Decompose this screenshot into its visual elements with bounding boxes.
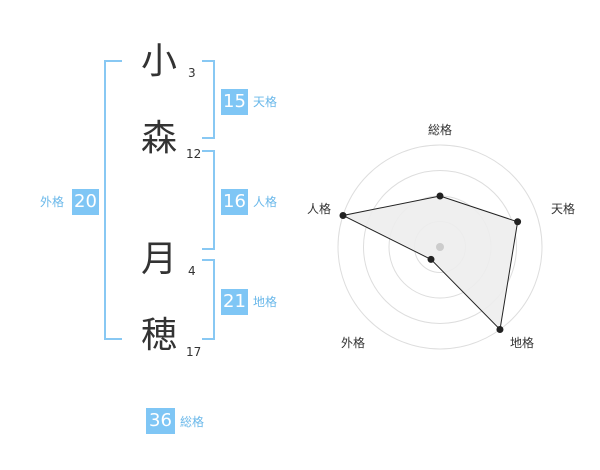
soukaku-label: 総格: [180, 415, 205, 429]
tenkaku-bracket: [202, 60, 215, 139]
tenkaku-label: 天格: [253, 95, 278, 109]
stroke-count-2: 12: [186, 147, 202, 161]
radar-point-4: [427, 255, 435, 263]
radar-points: [339, 192, 522, 334]
radar-center-dot: [436, 243, 444, 251]
jinkaku-bracket: [202, 150, 215, 250]
radar-point-2: [514, 218, 522, 226]
stroke-count-4: 17: [186, 345, 202, 359]
radar-label-jinkaku: 人格: [307, 202, 332, 216]
radar-point-1: [436, 192, 444, 200]
gaikaku-bracket: [104, 60, 122, 340]
chikaku-label: 地格: [253, 295, 278, 309]
stroke-count-3: 4: [188, 264, 196, 278]
stroke-count-1: 3: [188, 66, 196, 80]
name-char-3: 月: [141, 239, 178, 280]
name-char-4: 穂: [141, 315, 178, 356]
jinkaku-label: 人格: [253, 195, 278, 209]
radar-point-5: [339, 211, 347, 219]
tenkaku-value-badge: 15: [221, 89, 248, 115]
chikaku-value-badge: 21: [221, 289, 248, 315]
radar-ring-4: [337, 144, 543, 350]
name-char-2: 森: [141, 118, 178, 159]
gaikaku-value-badge: 20: [72, 189, 99, 215]
gaikaku-label: 外格: [40, 195, 65, 209]
radar-area: [341, 195, 519, 331]
name-char-1: 小: [141, 41, 178, 82]
soukaku-value-badge: 36: [146, 408, 175, 434]
radar-label-chikaku: 地格: [510, 336, 535, 350]
radar-point-3: [496, 326, 504, 334]
chikaku-bracket: [202, 259, 215, 340]
radar-label-soukaku: 総格: [428, 123, 453, 137]
radar-label-tenkaku: 天格: [551, 202, 576, 216]
jinkaku-value-badge: 16: [221, 189, 248, 215]
radar-ring-3: [363, 170, 517, 324]
radar-label-gaikaku: 外格: [341, 336, 366, 350]
